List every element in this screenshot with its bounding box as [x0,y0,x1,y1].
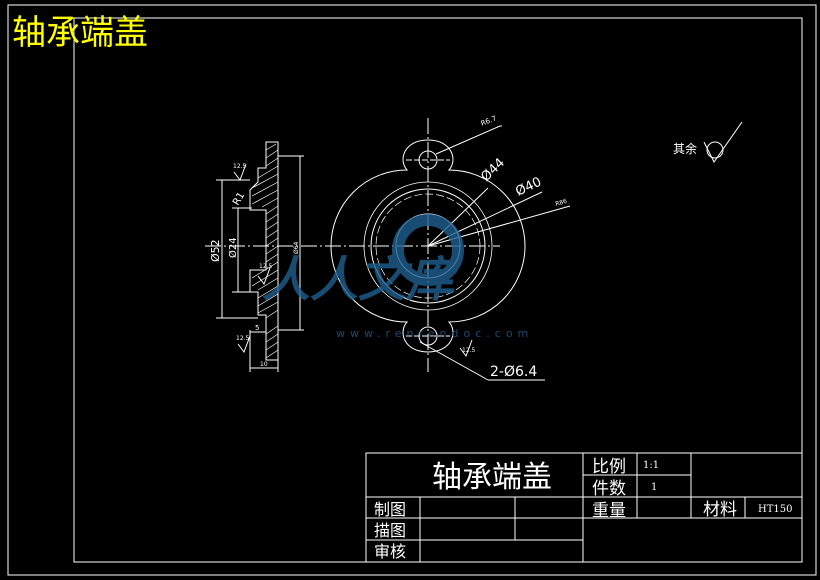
part-name: 轴承端盖 [432,460,552,495]
roughness-label: 12.5 [259,263,273,270]
diameter-52-label: Ø52 [209,239,222,262]
watermark: 人人文库 www.renrendoc.com [262,214,533,340]
diameter-24-label: Ø24 [227,237,239,258]
scale-value: 1:1 [643,460,659,471]
title-block-text: 轴承端盖 比例 1:1 件数 1 重量 材料 HT150 制图 描图 审核 [374,457,792,561]
front-view-labels: R6.7 Ø44 Ø40 R86 12.5 2-Ø6.4 [462,114,568,380]
general-roughness: 其余 [673,121,743,163]
scale-label: 比例 [592,457,626,477]
other-surfaces-label: 其余 [673,141,697,156]
watermark-url: www.renrendoc.com [336,327,533,340]
checked-by-label: 审核 [374,542,406,561]
material-value: HT150 [758,504,792,515]
section-view [205,141,500,372]
watermark-text: 人人文库 [262,252,462,308]
watermark-logo-icon [392,214,464,286]
radius-86-label: R86 [555,198,568,208]
diameter-40-label: Ø40 [513,175,544,200]
bolt-holes-label: 2-Ø6.4 [490,364,537,380]
diameter-64-label: Ø64 [293,241,300,254]
outer-border [7,4,817,576]
material-label: 材料 [703,500,737,520]
traced-by-label: 描图 [374,521,406,540]
roughness-label: 12.5 [236,335,250,342]
dimension-5-label: 5 [255,324,259,332]
title-block [365,452,803,563]
radius-6-7-label: R6.7 [480,114,498,127]
drawn-by-label: 制图 [374,500,406,519]
corner-title: 轴承端盖 [12,13,148,53]
radius-label: R1 [231,190,247,207]
front-view [330,118,571,381]
dimension-10-label: 10 [260,361,268,368]
quantity-label: 件数 [592,479,626,499]
quantity-value: 1 [651,482,657,493]
roughness-circle [706,141,724,159]
roughness-label: 12.5 [462,347,476,354]
roughness-label: 12.5 [233,163,247,170]
diameter-44-label: Ø44 [478,155,508,184]
weight-label: 重量 [592,501,626,521]
